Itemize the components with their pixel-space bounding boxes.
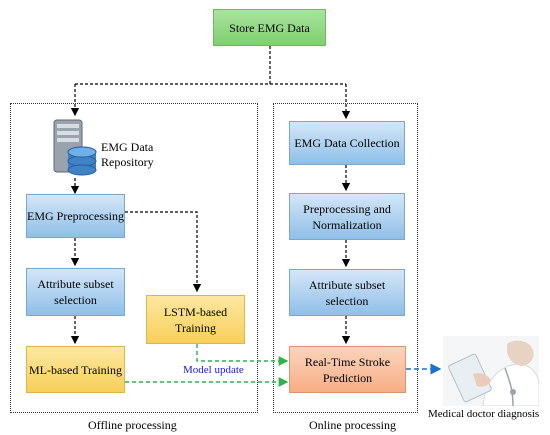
emg-data-collection-node: EMG Data Collection	[289, 121, 405, 165]
attribute-subset-online-label: Attribute subset selection	[308, 277, 386, 308]
doctor-photo	[443, 336, 540, 407]
lstm-training-label: LSTM-based Training	[163, 304, 228, 335]
attribute-subset-online-node: Attribute subset selection	[289, 269, 405, 316]
store-emg-data-label: Store EMG Data	[229, 20, 310, 35]
doctor-diagnosis-label: Medical doctor diagnosis	[428, 408, 540, 420]
repository-label: EMG Data Repository	[101, 140, 154, 169]
online-processing-label: Online processing	[309, 418, 396, 432]
stroke-prediction-label: Real-Time Stroke Prediction	[304, 354, 391, 385]
preprocessing-normalization-node: Preprocessing and Normalization	[289, 193, 405, 240]
emg-preprocessing-label: EMG Preprocessing	[27, 209, 124, 223]
model-update-label: Model update	[183, 364, 244, 376]
lstm-training-node: LSTM-based Training	[146, 295, 245, 344]
emg-preprocessing-node: EMG Preprocessing	[26, 194, 125, 238]
online-panel	[273, 103, 418, 413]
offline-processing-label: Offline processing	[88, 418, 177, 432]
stroke-prediction-node: Real-Time Stroke Prediction	[289, 346, 406, 393]
emg-data-collection-label: EMG Data Collection	[294, 136, 400, 150]
attribute-subset-offline-label: Attribute subset selection	[37, 277, 114, 307]
edge-lstm-prediction	[196, 344, 289, 366]
ml-training-node: ML-based Training	[26, 346, 125, 393]
offline-panel	[10, 103, 258, 413]
preprocessing-normalization-label: Preprocessing and Normalization	[303, 201, 391, 232]
ml-training-label: ML-based Training	[29, 362, 122, 377]
database-server-icon	[52, 118, 100, 178]
attribute-subset-offline-node: Attribute subset selection	[26, 268, 125, 316]
edge-preproc-lstm	[125, 211, 202, 293]
store-emg-data-node: Store EMG Data	[213, 9, 326, 46]
